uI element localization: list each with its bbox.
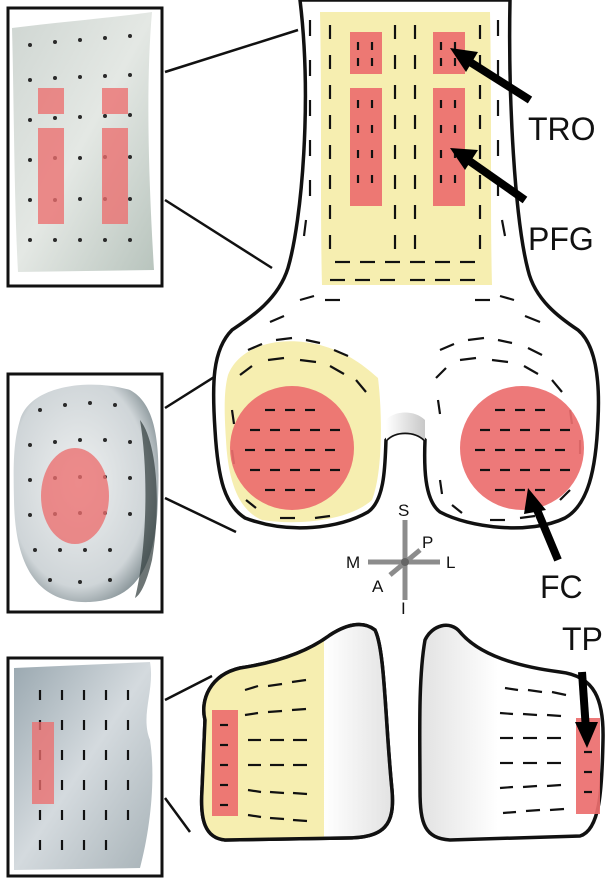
- tp-arrow: [582, 672, 586, 730]
- photo-condyle-sample: [8, 374, 162, 612]
- pfg-region-right: [433, 88, 465, 206]
- tibia-right-split-lines: [500, 688, 566, 813]
- axis-label-anterior: A: [372, 577, 384, 596]
- photo-fc-region: [41, 448, 109, 544]
- axis-label-posterior: P: [422, 533, 433, 552]
- photo-plateau-sample: [8, 658, 162, 876]
- label-fc: FC: [540, 569, 583, 605]
- label-tro: TRO: [528, 111, 596, 147]
- photo-tro-region-left: [38, 88, 64, 114]
- photo-pfg-region-left: [38, 128, 64, 224]
- photo-pfg-region-right: [102, 128, 128, 224]
- axis-label-inferior: I: [401, 599, 406, 618]
- fc-region-medial: [230, 386, 354, 510]
- photo-tro-region-right: [102, 88, 128, 114]
- pfg-region-left: [350, 88, 382, 206]
- photo-shaft-sample: [8, 8, 162, 286]
- tro-region-left: [350, 32, 382, 74]
- axis-label-superior: S: [398, 501, 409, 520]
- axis-label-lateral: L: [446, 553, 455, 572]
- photo-tp-region: [32, 722, 54, 804]
- femur-diagram: [214, 0, 599, 528]
- label-pfg: PFG: [528, 221, 594, 257]
- axis-label-medial: M: [346, 553, 360, 572]
- tibia-left: [200, 620, 396, 850]
- orientation-axes: S I M L A P: [346, 501, 455, 618]
- fc-region-lateral: [460, 386, 584, 510]
- label-tp: TP: [562, 621, 603, 657]
